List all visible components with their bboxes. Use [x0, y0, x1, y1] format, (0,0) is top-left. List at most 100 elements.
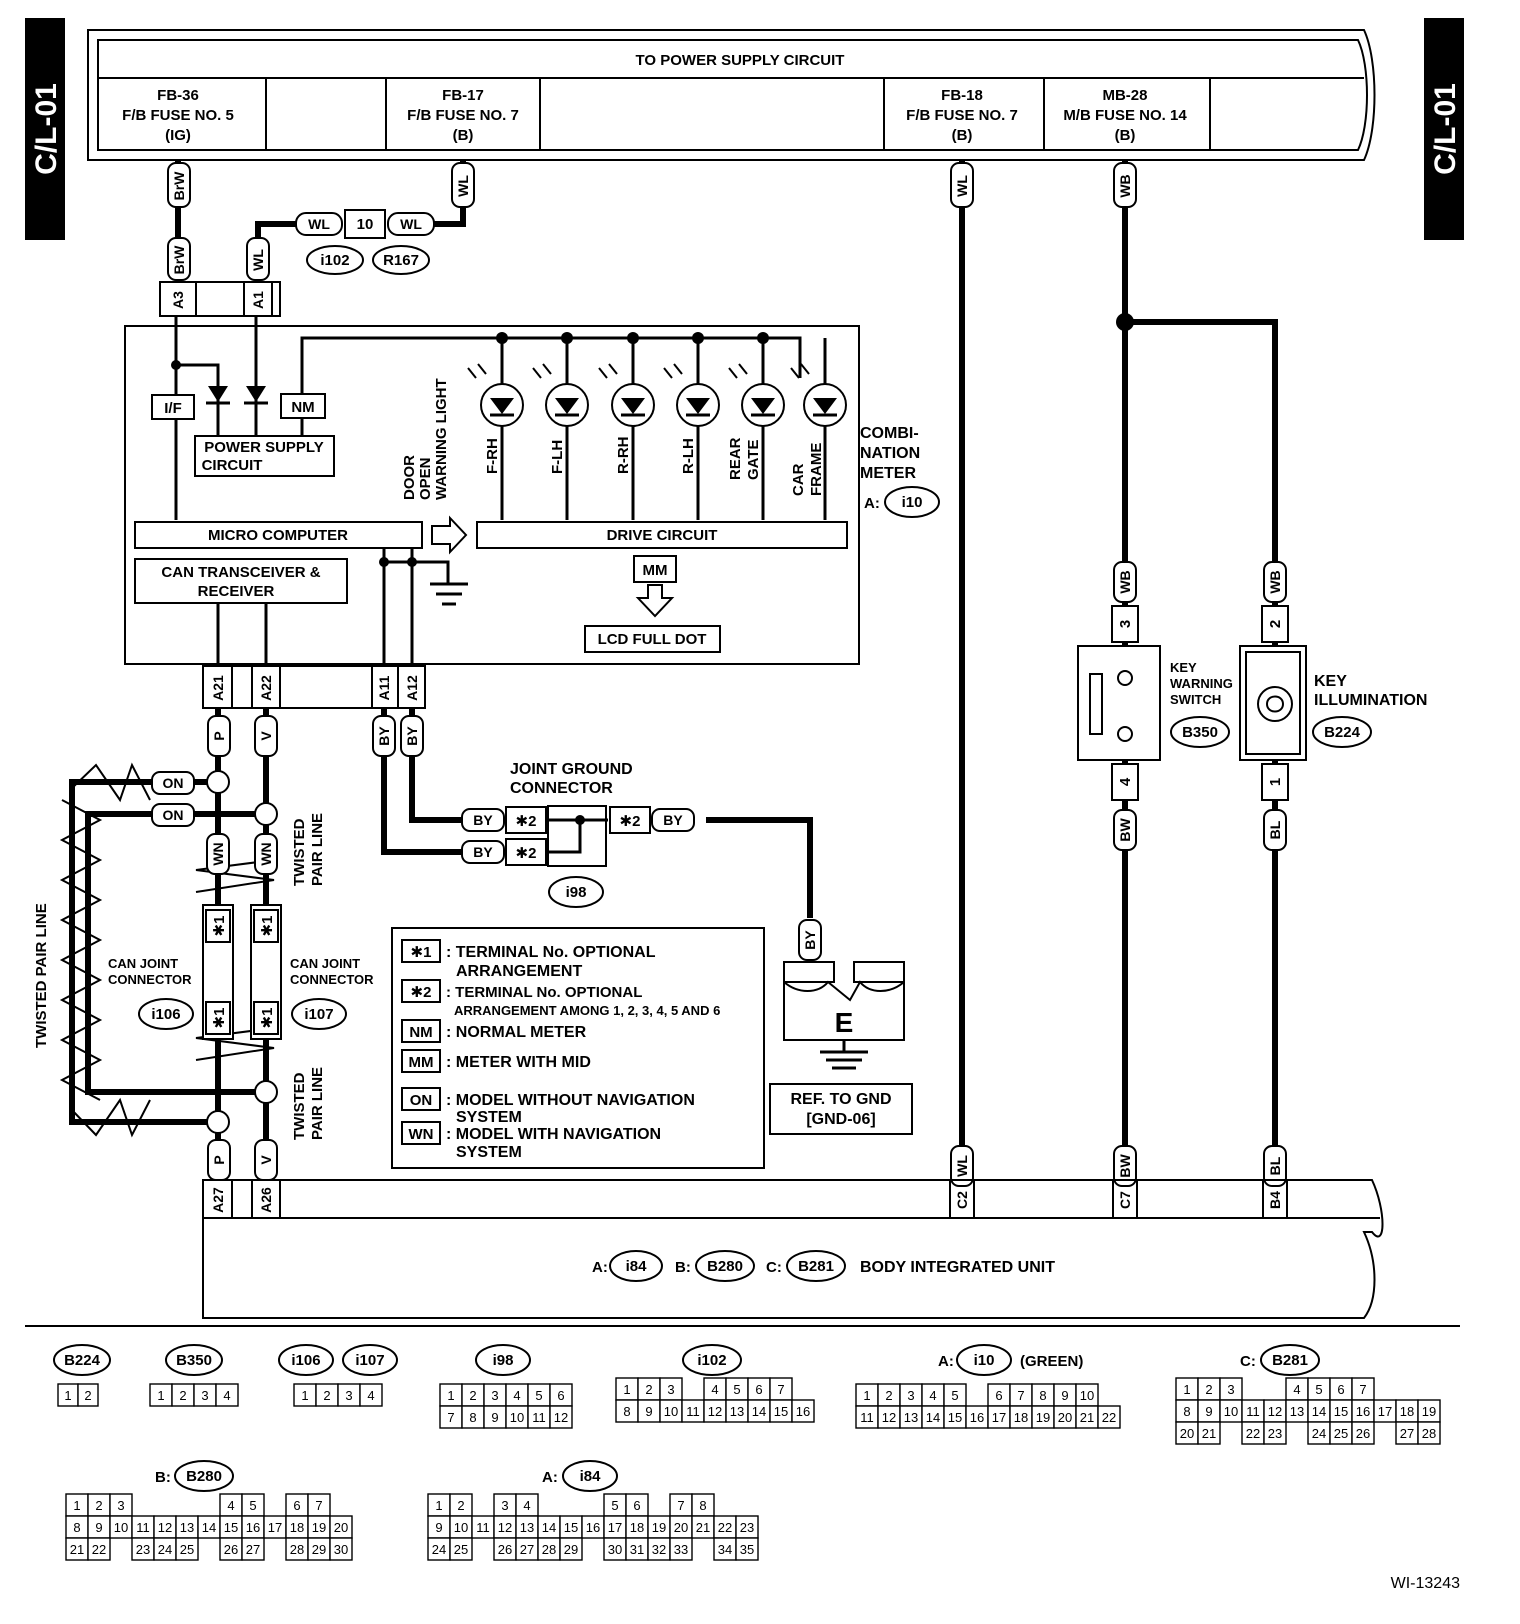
legend-text-6a: : MODEL WITH NAVIGATION: [446, 1126, 661, 1143]
connector-pin-number: 20: [674, 1520, 688, 1535]
door-open-line1: DOOR: [401, 455, 418, 500]
connector-pin-number: 11: [476, 1520, 490, 1535]
connector-pin-number: 7: [677, 1498, 684, 1513]
connector-cell: [669, 1537, 693, 1561]
wire-tag-p-top: P: [207, 715, 231, 757]
meter-name-line1: COMBI-: [860, 425, 919, 442]
inline-connector-ref-r167: R167: [383, 252, 419, 269]
meter-pin-a11: A11: [376, 675, 392, 700]
svg-text:P: P: [211, 731, 227, 740]
connector-pin-number: 9: [95, 1520, 102, 1535]
svg-text:1: 1: [1267, 778, 1284, 786]
ground-ref-line1: REF. TO GND: [790, 1091, 891, 1108]
connector-pin-number: 27: [520, 1542, 534, 1557]
connector-views: B224 B350 i106 i107 i98 i102 A: i10 (GRE…: [53, 1344, 1441, 1561]
fuse-4-line2: M/B FUSE NO. 14: [1063, 107, 1187, 124]
connector-pin-number: 13: [180, 1520, 194, 1535]
svg-text:B:: B:: [675, 1259, 691, 1276]
wire-tag-wl-body: WL: [950, 1145, 974, 1187]
svg-text:3: 3: [1117, 620, 1134, 628]
svg-text:BY: BY: [404, 726, 420, 746]
connector-pin-number: 1: [157, 1388, 164, 1403]
connector-pin-number: 19: [312, 1520, 326, 1535]
door-open-line2: OPEN: [417, 457, 434, 500]
connector-pin-number: 24: [1312, 1426, 1326, 1441]
connector-pin-number: 30: [334, 1542, 348, 1557]
connector-pin-number: 2: [1205, 1382, 1212, 1397]
svg-text:BY: BY: [376, 726, 392, 746]
legend-key-3: NM: [409, 1024, 432, 1041]
legend-text-1b: ARRANGEMENT: [456, 963, 582, 980]
can-joint-connector-i106: ✱1 ✱1: [202, 904, 234, 1040]
connector-pin-number: 7: [447, 1410, 454, 1425]
side-tab-left: C/L-01: [25, 18, 65, 240]
lamp-rear-gate: REAR GATE: [727, 363, 785, 480]
connector-pin-number: 17: [268, 1520, 282, 1535]
connector-cell: [77, 1383, 99, 1407]
connector-pin-number: 22: [1102, 1410, 1116, 1425]
svg-text:C:: C:: [766, 1259, 782, 1276]
twisted-pair-line-left: TWISTED PAIR LINE: [33, 903, 50, 1048]
svg-text:i102: i102: [697, 1352, 726, 1369]
connector-pin-number: 15: [948, 1410, 962, 1425]
joint-ground-connector: BY BY ✱2 ✱2 ✱2 BY i98: [461, 805, 695, 908]
connector-cell: [449, 1537, 473, 1561]
connector-pin-number: 15: [564, 1520, 578, 1535]
wire-tag-wn-1: WN: [206, 833, 230, 875]
legend-text-1a: : TERMINAL No. OPTIONAL: [446, 944, 656, 961]
connector-view-i84: A: i84: [542, 1460, 618, 1492]
connector-pin-number: 32: [652, 1542, 666, 1557]
connector-pin-number: 9: [645, 1404, 652, 1419]
connector-pin-number: 4: [711, 1382, 718, 1397]
connector-pin-number: 7: [777, 1382, 784, 1397]
connector-pin-number: 3: [667, 1382, 674, 1397]
svg-text:R-LH: R-LH: [680, 438, 697, 474]
connector-pin-number: 14: [752, 1404, 766, 1419]
connector-pin-number: 2: [95, 1498, 102, 1513]
connector-view-i106-i107: i106 i107: [278, 1344, 398, 1376]
connector-cell: [549, 1405, 573, 1429]
svg-text:✱2: ✱2: [620, 813, 641, 830]
connector-pin-number: 9: [491, 1410, 498, 1425]
wire-tag-wl-top: WL: [451, 162, 475, 208]
connector-pin-number: 15: [1334, 1404, 1348, 1419]
wire-tag-bw-kws: BW: [1113, 809, 1137, 851]
connector-pin-number: 1: [623, 1382, 630, 1397]
svg-text:WL: WL: [250, 249, 266, 271]
can-joint-ref-i106: i106: [151, 1006, 180, 1023]
connector-pin-number: 2: [645, 1382, 652, 1397]
connector-cell: [359, 1383, 383, 1407]
connector-pin-number: 9: [1061, 1388, 1068, 1403]
connector-view-b350: B350: [165, 1344, 223, 1376]
svg-text:BL: BL: [1267, 1156, 1283, 1175]
connector-pin-number: 15: [774, 1404, 788, 1419]
connector-pin-number: 14: [926, 1410, 940, 1425]
connector-pin-number: 21: [1080, 1410, 1094, 1425]
inline-connector-ref-i102: i102: [320, 252, 349, 269]
svg-text:BY: BY: [663, 812, 683, 828]
svg-text:✱2: ✱2: [516, 845, 537, 862]
svg-text:ON: ON: [163, 775, 184, 791]
figure-id: WI-13243: [1391, 1575, 1460, 1592]
connector-pin-number: 1: [64, 1388, 71, 1403]
svg-text:i10: i10: [974, 1352, 995, 1369]
legend-text-2b: ARRANGEMENT AMONG 1, 2, 3, 4, 5 AND 6: [454, 1003, 720, 1018]
connector-pin-number: 16: [1356, 1404, 1370, 1419]
meter-mm-label: MM: [643, 562, 668, 579]
connector-cell: [1263, 1421, 1287, 1445]
can-joint-label-right-1: CAN JOINT: [290, 956, 360, 971]
side-tab-right-label: C/L-01: [1429, 83, 1462, 175]
svg-text:R-RH: R-RH: [615, 437, 632, 475]
connector-pin-number: 19: [1422, 1404, 1436, 1419]
connector-pin-number: 3: [907, 1388, 914, 1403]
connector-cell: [175, 1537, 199, 1561]
svg-text:A:: A:: [542, 1469, 558, 1486]
legend-text-6b: SYSTEM: [456, 1144, 522, 1161]
connector-pin-number: 8: [699, 1498, 706, 1513]
lamp-car-frame: CAR FRAME: [790, 363, 847, 496]
fuse-1-line3: (IG): [165, 127, 191, 144]
connector-pin-number: 3: [201, 1388, 208, 1403]
connector-cell: [791, 1399, 815, 1423]
joint-ground-title-2: CONNECTOR: [510, 780, 613, 797]
connector-pin-number: 5: [535, 1388, 542, 1403]
